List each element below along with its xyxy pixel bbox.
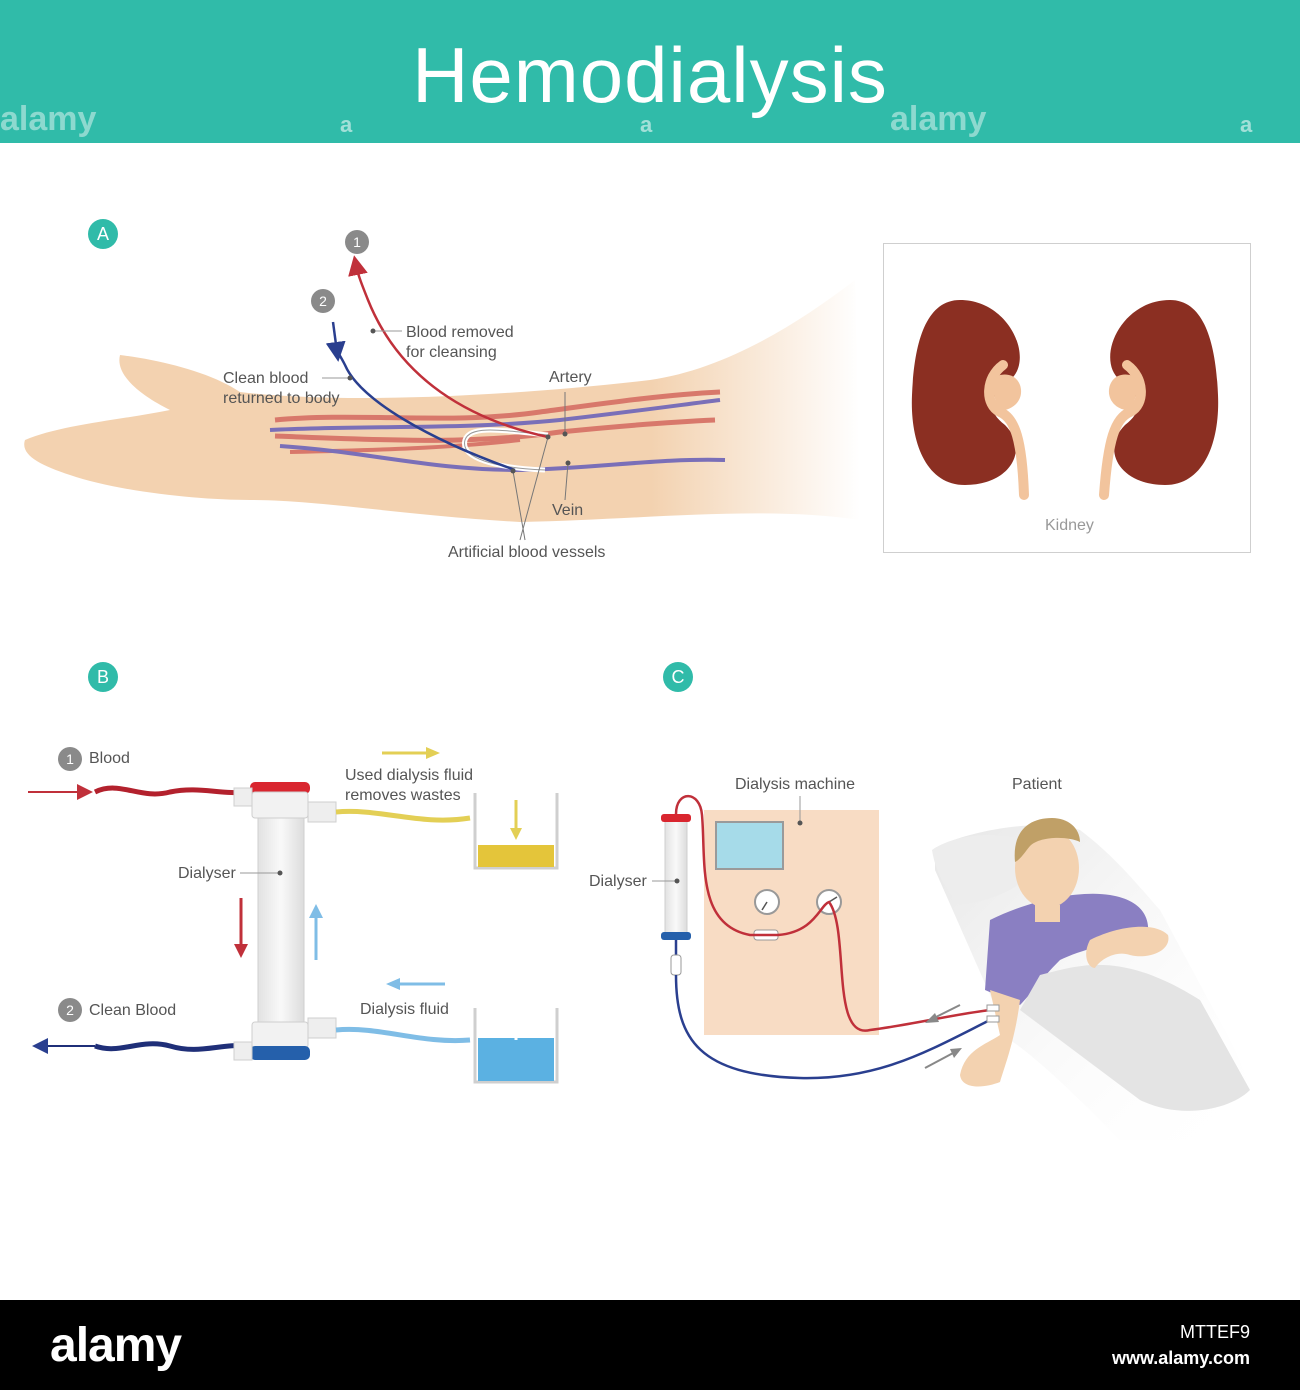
label-kidney: Kidney [1045,517,1094,534]
step-number-2: 2 [311,289,335,313]
label-clean-blood-line2: returned to body [223,390,340,407]
section-badge-a: A [88,219,118,249]
footer-brand-logo: alamy [50,1319,182,1372]
page-title: Hemodialysis [412,31,888,119]
step-number-2: 2 [58,998,82,1022]
patient-illustration [932,818,1254,1140]
label-blood-removed: Blood removed for cleansing [406,323,514,363]
diagram-artwork [24,255,1254,1140]
watermark: alamy [890,100,987,138]
kidney-illustration [911,300,1219,500]
label-artificial-vessels: Artificial blood vessels [448,544,606,561]
footer-bar [0,1300,1300,1390]
footer-image-id: MTTEF9 [1180,1322,1250,1342]
watermark-mark: a [640,112,653,137]
watermark-mark: a [1240,112,1253,137]
label-clean-blood: Clean blood returned to body [223,369,340,409]
step-number-1: 1 [345,230,369,254]
label-used-fluid-line1: Used dialysis fluid [345,767,474,784]
arm-illustration [24,255,861,541]
label-artery: Artery [549,369,592,386]
label-vein: Vein [552,502,584,519]
label-blood-removed-line2: for cleansing [406,344,497,361]
watermark: alamy [0,100,97,138]
dialysis-machine-illustration [652,795,991,1080]
watermark-mark: a [340,112,353,137]
footer-site: www.alamy.com [1111,1348,1250,1368]
label-used-fluid-line2: removes wastes [345,787,461,804]
label-blood-removed-line1: Blood removed [406,324,514,341]
kidney-panel [883,243,1251,553]
section-badge-b: B [88,662,118,692]
step-number-1: 1 [58,747,82,771]
label-patient: Patient [1012,776,1062,793]
label-dialysis-machine: Dialysis machine [735,776,856,793]
dialyser-illustration [28,747,559,1084]
section-badge-c: C [663,662,693,692]
label-clean-blood-line1: Clean blood [223,370,309,387]
label-clean-blood-out: Clean Blood [89,1002,177,1019]
label-dialyser: Dialyser [178,865,236,882]
label-dialyser-c: Dialyser [589,873,647,890]
label-dialysis-fluid: Dialysis fluid [360,1001,449,1018]
label-blood: Blood [89,750,130,767]
header-banner [0,0,1300,143]
label-used-fluid: Used dialysis fluid removes wastes [345,766,473,806]
